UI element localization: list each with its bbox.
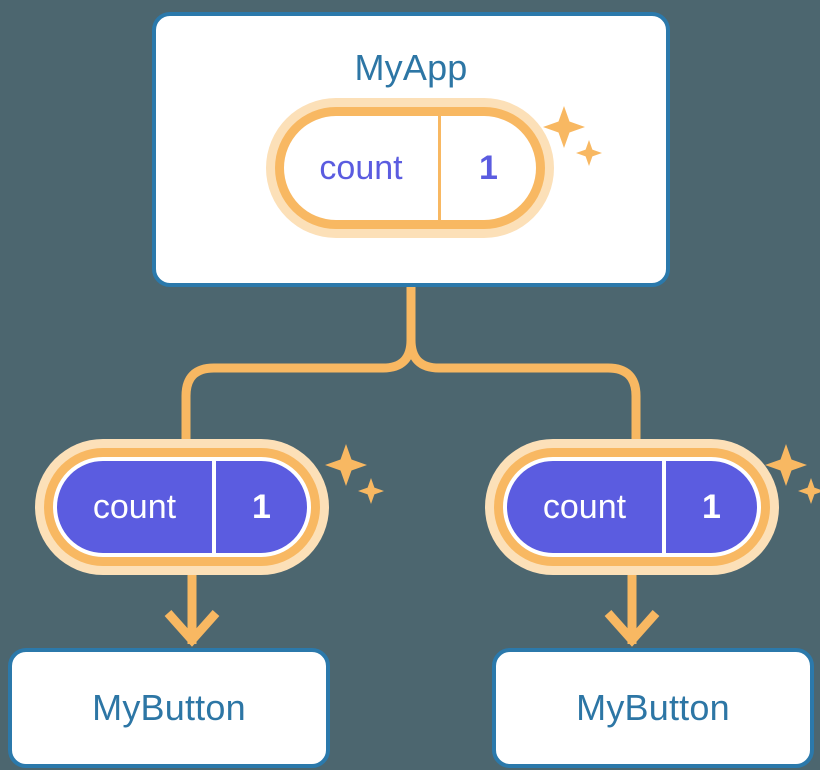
- component-card-mybutton-right[interactable]: MyButton: [492, 648, 814, 768]
- state-key-label: count: [92, 488, 177, 526]
- state-pill-body: count 1: [44, 448, 320, 566]
- state-pill-myapp[interactable]: count 1: [275, 107, 545, 229]
- arrow-head-right: [604, 610, 660, 647]
- state-key-label: count: [542, 488, 627, 526]
- arrow-head-left: [164, 610, 220, 647]
- state-pill-inner: count 1: [53, 457, 311, 557]
- connector-branch-right: [406, 339, 641, 452]
- state-value-label: 1: [211, 461, 307, 553]
- state-value-label: 1: [438, 116, 536, 220]
- state-pill-inner: count 1: [503, 457, 761, 557]
- state-pill-body: count 1: [494, 448, 770, 566]
- component-card-mybutton-left[interactable]: MyButton: [8, 648, 330, 768]
- component-title-mybutton: MyButton: [576, 687, 730, 728]
- state-pill-inner: count 1: [284, 116, 536, 220]
- state-key-label: count: [319, 149, 403, 187]
- state-pill-body: count 1: [275, 107, 545, 229]
- component-title-myapp: MyApp: [354, 47, 468, 88]
- sparkles-icon: [765, 444, 820, 504]
- connector-branch-left: [181, 339, 416, 452]
- component-title-mybutton: MyButton: [92, 687, 246, 728]
- state-value-label: 1: [661, 461, 757, 553]
- state-pill-left[interactable]: count 1: [44, 448, 320, 566]
- sparkles-icon: [325, 444, 384, 504]
- state-pill-right[interactable]: count 1: [494, 448, 770, 566]
